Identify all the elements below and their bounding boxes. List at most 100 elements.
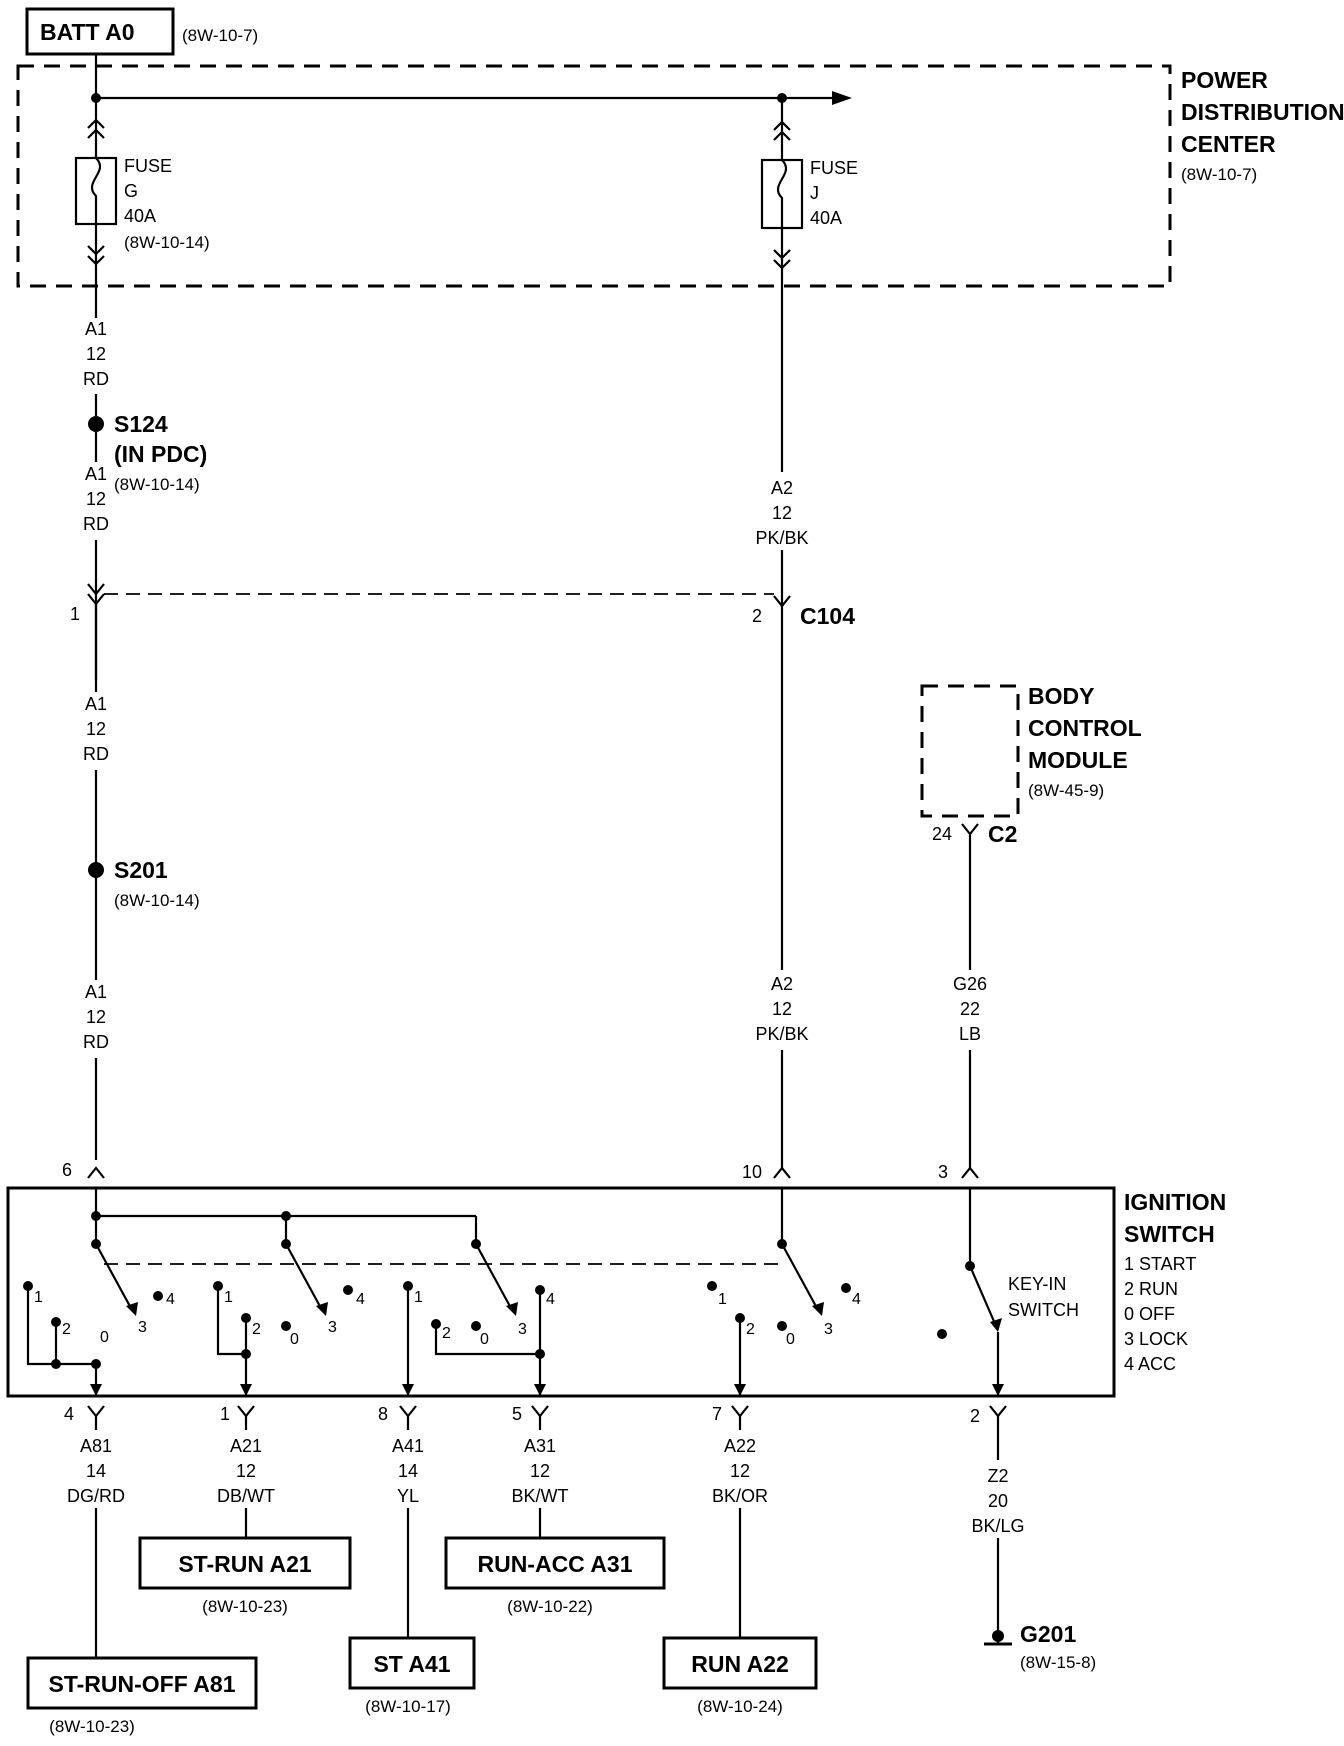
svg-text:2: 2 xyxy=(746,1321,755,1338)
svg-text:A81: A81 xyxy=(80,1436,112,1456)
st-run-label: ST-RUN A21 xyxy=(178,1551,312,1577)
bcm-pin: 24 xyxy=(932,824,952,844)
ground-label: G201 xyxy=(1020,1621,1076,1647)
svg-text:12: 12 xyxy=(772,999,792,1019)
svg-text:0: 0 xyxy=(786,1331,795,1348)
svg-text:4: 4 xyxy=(166,1291,175,1308)
fuse-j-bottom-connector-icon xyxy=(773,249,791,270)
ign-bot-pin-5: 5 xyxy=(512,1404,522,1424)
svg-text:G26: G26 xyxy=(953,974,987,994)
pdc-ref: (8W-10-7) xyxy=(1181,165,1257,184)
wire-label-bg xyxy=(748,472,816,550)
a1-low-label: A1 12 RD xyxy=(83,982,109,1052)
svg-text:A21: A21 xyxy=(230,1436,262,1456)
wire-label-bg xyxy=(70,692,122,770)
svg-text:A2: A2 xyxy=(771,478,793,498)
bcm-c2-connector-icon xyxy=(961,823,979,836)
run-label: RUN A22 xyxy=(691,1651,789,1677)
svg-text:14: 14 xyxy=(398,1461,418,1481)
svg-text:2: 2 xyxy=(442,1325,451,1342)
bcm-ref: (8W-45-9) xyxy=(1028,781,1104,800)
c104-pin2-connector-icon xyxy=(773,595,791,608)
svg-text:2: 2 xyxy=(252,1321,261,1338)
st-label: ST A41 xyxy=(373,1651,450,1677)
svg-text:14: 14 xyxy=(86,1461,106,1481)
svg-text:4: 4 xyxy=(852,1291,861,1308)
svg-text:4: 4 xyxy=(546,1291,555,1308)
svg-text:A1: A1 xyxy=(85,464,107,484)
ign-legend-acc: 4 ACC xyxy=(1124,1354,1176,1374)
ground-node xyxy=(992,1630,1004,1642)
bcm-conn: C2 xyxy=(988,821,1017,847)
fuse-j-element-icon xyxy=(776,159,788,228)
svg-text:0: 0 xyxy=(290,1331,299,1348)
keyin-label1: KEY-IN xyxy=(1008,1274,1066,1294)
a21-label: A21 12 DB/WT xyxy=(217,1436,275,1506)
svg-text:12: 12 xyxy=(236,1461,256,1481)
a1-s124-label: A1 12 RD xyxy=(83,464,109,534)
a81-label: A81 14 DG/RD xyxy=(67,1436,125,1506)
svg-text:DG/RD: DG/RD xyxy=(67,1486,125,1506)
svg-text:PK/BK: PK/BK xyxy=(755,528,808,548)
batt-label: BATT A0 xyxy=(40,19,135,45)
svg-text:A41: A41 xyxy=(392,1436,424,1456)
st-ref: (8W-10-17) xyxy=(365,1697,451,1716)
svg-text:A1: A1 xyxy=(85,694,107,714)
ign-pin3-connector-icon xyxy=(961,1166,979,1179)
ign-pin6-connector-icon xyxy=(87,1166,105,1179)
st-run-ref: (8W-10-23) xyxy=(202,1597,288,1616)
run-ref: (8W-10-24) xyxy=(697,1697,783,1716)
bcm-line2: CONTROL xyxy=(1028,715,1142,741)
svg-text:12: 12 xyxy=(772,503,792,523)
wire-label-bg xyxy=(944,970,996,1050)
bcm-line1: BODY xyxy=(1028,683,1094,709)
svg-text:4: 4 xyxy=(356,1291,365,1308)
svg-text:1: 1 xyxy=(718,1291,727,1308)
svg-text:DB/WT: DB/WT xyxy=(217,1486,275,1506)
svg-text:12: 12 xyxy=(86,489,106,509)
st-run-off-label: ST-RUN-OFF A81 xyxy=(49,1671,236,1697)
s201-splice-dot xyxy=(88,862,104,878)
ign-top-pin-3: 3 xyxy=(938,1162,948,1182)
a2-top-label: A2 12 PK/BK xyxy=(755,478,808,548)
svg-text:0: 0 xyxy=(100,1329,109,1346)
svg-text:3: 3 xyxy=(824,1321,833,1338)
ign-top-pin-10: 10 xyxy=(742,1162,762,1182)
a22-label: A22 12 BK/OR xyxy=(712,1436,768,1506)
c104-pin1: 1 xyxy=(70,604,80,624)
svg-text:1: 1 xyxy=(414,1289,423,1306)
bcm-dashed-box xyxy=(920,684,1020,818)
c104-name: C104 xyxy=(800,603,855,629)
svg-text:RD: RD xyxy=(83,1032,109,1052)
svg-text:BK/OR: BK/OR xyxy=(712,1486,768,1506)
svg-text:RD: RD xyxy=(83,514,109,534)
ground-ref: (8W-15-8) xyxy=(1020,1653,1096,1672)
ign-legend-start: 1 START xyxy=(1124,1254,1196,1274)
bus-arrow-icon xyxy=(832,91,852,105)
pdc-dashed-box xyxy=(16,64,1172,288)
s201-name: S201 xyxy=(114,857,168,883)
ign-bot-pin-8: 8 xyxy=(378,1404,388,1424)
fuse-j-l2: J xyxy=(810,183,819,203)
fuse-g-top-connector-icon xyxy=(87,118,105,139)
c104-pin2: 2 xyxy=(752,606,762,626)
ignition-switch-box xyxy=(6,1186,1116,1398)
svg-text:12: 12 xyxy=(86,719,106,739)
keyin-label2: SWITCH xyxy=(1008,1300,1079,1320)
s124-splice-dot xyxy=(88,416,104,432)
svg-text:12: 12 xyxy=(730,1461,750,1481)
s124-name: S124 xyxy=(114,411,168,437)
wire-label-bg xyxy=(70,318,122,394)
g26-label: G26 22 LB xyxy=(953,974,987,1044)
run-acc-label: RUN-ACC A31 xyxy=(477,1551,632,1577)
svg-text:BK/LG: BK/LG xyxy=(971,1516,1024,1536)
fuse-g-bottom-connector-icon xyxy=(87,245,105,266)
z2-label: Z2 20 BK/LG xyxy=(971,1466,1024,1536)
svg-text:A1: A1 xyxy=(85,319,107,339)
fuse-j-l1: FUSE xyxy=(810,158,858,178)
svg-text:BK/WT: BK/WT xyxy=(512,1486,569,1506)
ignition-internal-wiring xyxy=(23,1188,1004,1396)
svg-text:RD: RD xyxy=(83,369,109,389)
svg-text:A31: A31 xyxy=(524,1436,556,1456)
pdc-line1: POWER xyxy=(1181,67,1268,93)
